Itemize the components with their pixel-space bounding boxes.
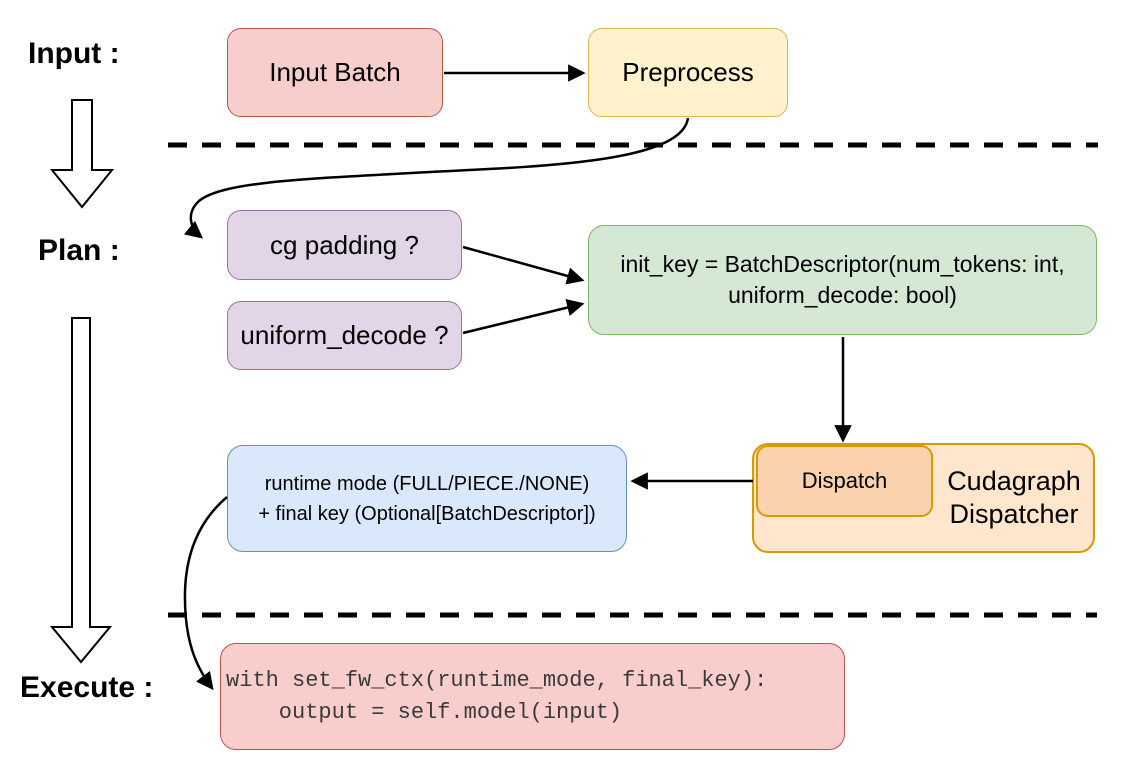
section-label-plan: Plan : [38,234,120,267]
node-preprocess: Preprocess [588,28,788,117]
node-dispatch: Dispatch [756,445,933,517]
node-cg-padding-label: cg padding ? [270,229,419,260]
node-uniform-decode-label: uniform_decode ? [240,320,449,351]
section-label-input: Input : [28,37,120,70]
node-cudagraph-dispatcher-label: Cudagraph Dispatcher [933,443,1095,553]
node-runtime-mode-final-key: runtime mode (FULL/PIECE./NONE) + final … [227,445,627,552]
cudagraph-dispatcher-line2: Dispatcher [949,499,1079,529]
section-label-execute: Execute : [20,671,154,704]
node-input-batch-label: Input Batch [269,57,401,88]
cudagraph-dispatcher-line1: Cudagraph [947,466,1081,496]
node-cg-padding: cg padding ? [227,210,462,280]
node-preprocess-label: Preprocess [622,57,754,88]
node-init-key-line2: uniform_decode: bool) [728,282,957,308]
execute-code-line2: output = self.model(input) [226,699,623,725]
node-input-batch: Input Batch [227,28,443,117]
runtime-mode-line1: runtime mode (FULL/PIECE./NONE) [264,472,590,495]
arrow-cg-padding-to-init-key [462,245,585,285]
node-init-key: init_key = BatchDescriptor(num_tokens: i… [588,225,1097,335]
input-to-plan-down-arrow-icon [49,99,115,209]
node-execute-code: with set_fw_ctx(runtime_mode, final_key)… [220,643,845,750]
node-uniform-decode: uniform_decode ? [227,301,462,370]
runtime-mode-line2: + final key (Optional[BatchDescriptor]) [258,502,596,525]
node-dispatch-label: Dispatch [801,468,888,494]
arrow-uniform-decode-to-init-key [462,299,585,335]
node-init-key-line1: init_key = BatchDescriptor(num_tokens: i… [620,251,1065,277]
execute-code-line1: with set_fw_ctx(runtime_mode, final_key)… [226,667,768,693]
plan-to-execute-down-arrow-icon [49,317,113,664]
